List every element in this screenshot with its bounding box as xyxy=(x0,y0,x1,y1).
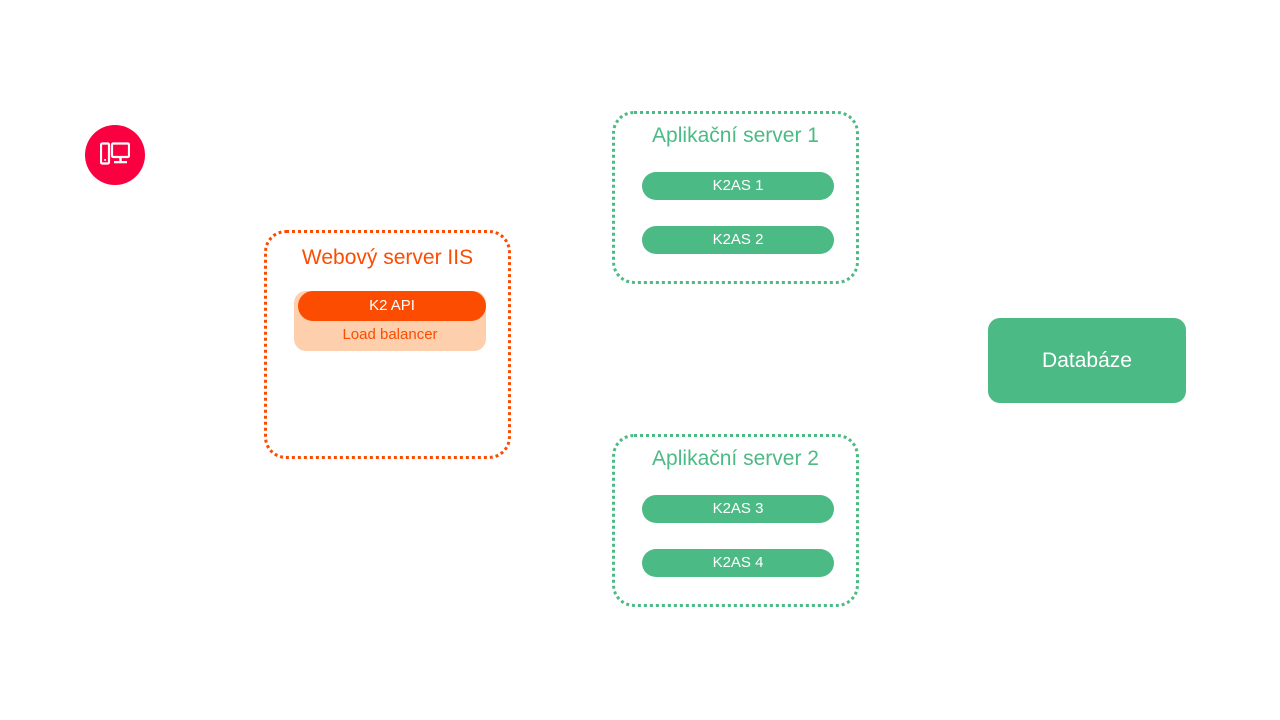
web-server-title: Webový server IIS xyxy=(301,246,474,269)
app-server-2-group: Aplikační server 2 K2AS 3 K2AS 4 xyxy=(612,434,859,607)
web-server-group: Webový server IIS K2 API Load balancer xyxy=(264,230,511,459)
app-server-2-title: Aplikační server 2 xyxy=(652,447,819,470)
load-balancer-container: K2 API Load balancer xyxy=(294,291,486,351)
app-node-k2as-2[interactable]: K2AS 2 xyxy=(642,226,834,254)
k2-api-node[interactable]: K2 API xyxy=(298,291,486,321)
app-node-k2as-3[interactable]: K2AS 3 xyxy=(642,495,834,523)
app-node-k2as-1[interactable]: K2AS 1 xyxy=(642,172,834,200)
load-balancer-label: Load balancer xyxy=(342,326,438,343)
desktop-computer-icon xyxy=(100,142,130,168)
database-node[interactable]: Databáze xyxy=(988,318,1186,403)
app-server-1-title: Aplikační server 1 xyxy=(652,124,819,147)
client-workstation-icon xyxy=(85,125,145,185)
app-server-1-group: Aplikační server 1 K2AS 1 K2AS 2 xyxy=(612,111,859,284)
app-node-k2as-4[interactable]: K2AS 4 xyxy=(642,549,834,577)
